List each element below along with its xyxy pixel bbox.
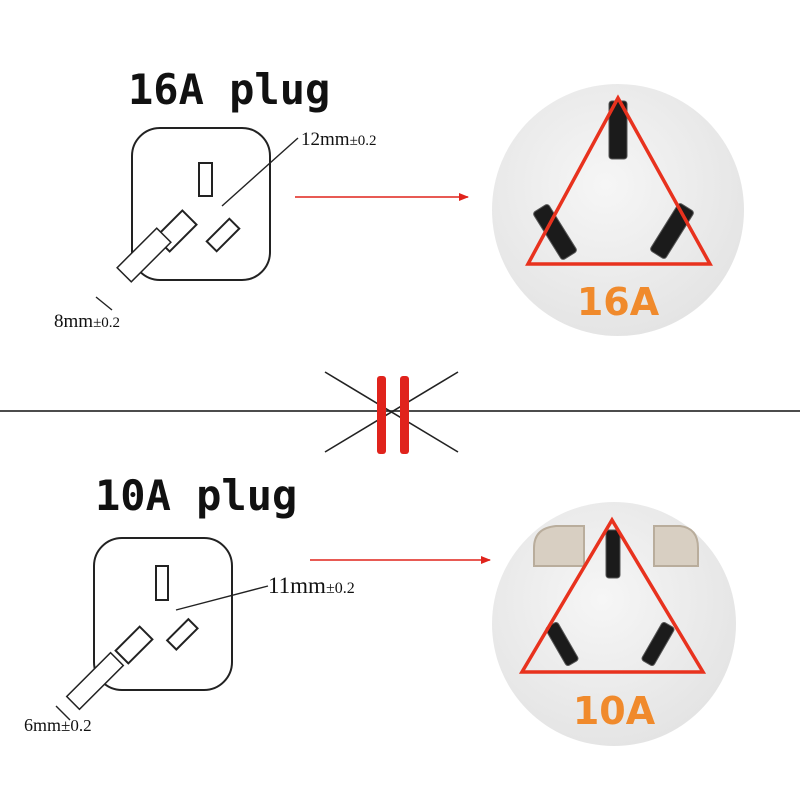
socket-16a-left-slot: [533, 204, 577, 260]
plug-16a-pin-width-line: [95, 296, 113, 311]
plug-10a-title: 10A plug: [95, 471, 297, 520]
plug-10a-earth-pin: [155, 565, 169, 601]
plug-10a-pin-gap-tolerance: ±0.2: [326, 580, 355, 597]
plug-16a-pin-width-tolerance: ±0.2: [93, 315, 120, 331]
socket-10a-right-slot: [641, 622, 675, 666]
socket-16a-rating: 16A: [577, 280, 660, 324]
plug-10a-pin-gap-value: 11mm: [268, 573, 326, 598]
not-equal-bar-right: [400, 376, 409, 454]
socket-10a-earth-slot: [605, 529, 621, 579]
socket-16a-triangle: [525, 94, 713, 266]
plug-10a-pin-width-line: [55, 705, 71, 721]
plug-16a-face-drawing: [95, 127, 299, 311]
plug-10a-pin-width-value: 6mm: [24, 715, 61, 735]
plug-10a-pin-width-label: 6mm±0.2: [24, 715, 92, 735]
plug-16a-pin-width-label: 8mm±0.2: [54, 311, 120, 332]
plug-16a-title: 16A plug: [128, 65, 330, 114]
not-equal-divider: [0, 371, 800, 454]
plug-16a-pin-gap-line: [221, 137, 299, 207]
socket-10a: 10A: [492, 502, 736, 746]
not-equal-bar-left: [377, 376, 386, 454]
socket-10a-right-tab: [653, 525, 699, 567]
socket-16a-face: [492, 84, 744, 336]
plug-16a-pin-width-value: 8mm: [54, 311, 93, 332]
plug-10a-right-pin: [165, 617, 199, 651]
plug-10a-pin-gap-label: 11mm±0.2: [268, 573, 355, 598]
plug-16a-pin-gap-label: 12mm±0.2: [301, 129, 377, 150]
cross-line-b: [324, 371, 459, 453]
plug-10a-left-pin: [114, 625, 154, 665]
plug-10a-section: 10A plug 11mm±0.2 6mm±0.2: [24, 471, 736, 746]
plug-16a-pin-gap-tolerance: ±0.2: [350, 133, 377, 149]
plug-16a-earth-pin: [198, 162, 213, 197]
socket-16a: 16A: [492, 84, 744, 336]
socket-10a-triangle: [518, 516, 707, 674]
socket-10a-left-tab: [533, 525, 585, 567]
plug-10a-face-drawing: [55, 537, 269, 721]
socket-10a-rating: 10A: [573, 689, 656, 733]
plug-10a-pin-width-tolerance: ±0.2: [61, 716, 92, 735]
plug-16a-pin-gap-value: 12mm: [301, 129, 350, 150]
plug-16a-section: 16A plug 12mm±0.2 8mm±0.2: [54, 65, 744, 336]
plug-16a-right-pin: [205, 217, 241, 253]
plug-10a-pin-gap-line: [175, 585, 269, 611]
